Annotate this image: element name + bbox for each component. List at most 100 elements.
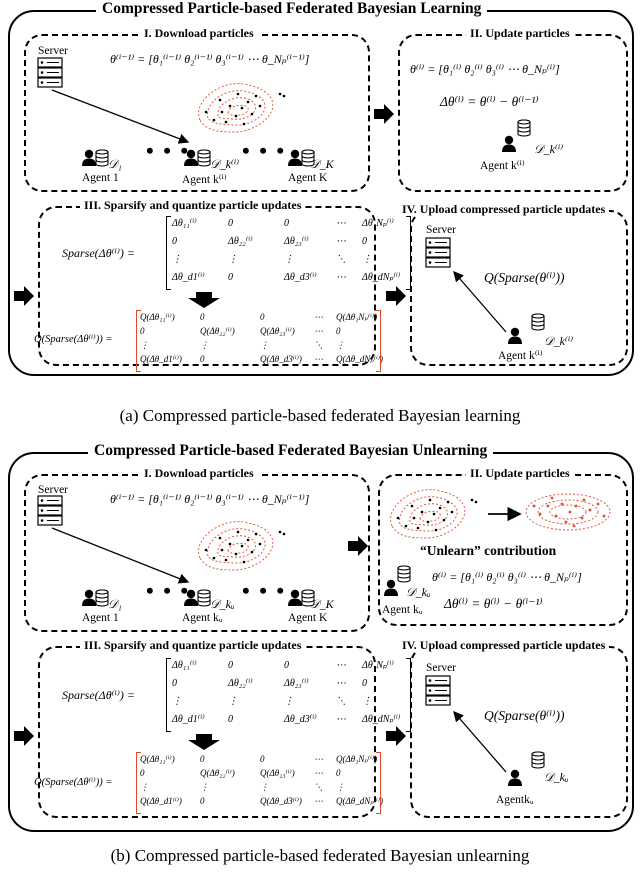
matrix-cell: Q(Δθ₂₃⁽ⁱ⁾) [260, 768, 295, 778]
panel-b-arrow-right-icon-2 [14, 726, 34, 746]
panel-b-step1-dataK: 𝒟_K [310, 597, 334, 611]
matrix-cell: Δθ₁₁⁽ⁱ⁾ [172, 218, 197, 229]
panel-b-step2-data: 𝒟_kᵤ [406, 585, 431, 599]
matrix-cell: ⋮ [260, 782, 269, 792]
panel-a-caption: (a) Compressed particle-based federated … [119, 406, 521, 425]
panel-b-step2-cloud-after-icon [525, 493, 611, 531]
panel-b-step2-theta-eq: θ⁽ⁱ⁾ = [θ₁⁽ⁱ⁾ θ₂⁽ⁱ⁾ θ₃⁽ⁱ⁾ ⋯ θ_Nₚ⁽ⁱ⁾] [432, 570, 582, 584]
panel-a-step2-delta-eq: Δθ⁽ⁱ⁾ = θ⁽ⁱ⁾ − θ⁽ⁱ⁻¹⁾ [440, 94, 539, 109]
matrix-cell: 0 [200, 796, 205, 806]
matrix-cell: Δθ_dNₚ⁽ⁱ⁾ [362, 272, 401, 283]
matrix-cell: Q(Δθ₂₃⁽ⁱ⁾) [260, 326, 295, 336]
panel-b-arrow-down-icon [188, 734, 220, 750]
matrix-left-bracket [136, 310, 141, 372]
matrix-cell: ⋮ [336, 782, 345, 792]
panel-b-step2-delta-eq: Δθ⁽ⁱ⁾ = θ⁽ⁱ⁾ − θ⁽ⁱ⁻¹⁾ [444, 596, 543, 611]
panel-b-arrow-right-icon-3 [386, 726, 406, 746]
panel-b-title: Compressed Particle-based Federated Baye… [88, 442, 494, 460]
matrix-cell: Δθ_d3⁽ⁱ⁾ [284, 272, 317, 283]
matrix-cell: ⋱ [314, 782, 323, 792]
panel-a-agent1-database-icon [95, 149, 109, 167]
panel-b-step2-unlearn-label: “Unlearn” contribution [420, 543, 557, 558]
matrix-cell: Δθ₁Nₚ⁽ⁱ⁾ [362, 218, 394, 229]
matrix-cell: Q(Δθ₁₁⁽ⁱ⁾) [140, 312, 175, 322]
panel-b-step3-title: III. Sparsify and quantize particle upda… [80, 638, 306, 652]
panel-b-step1-agent1-label: Agent 1 [82, 612, 119, 624]
panel-b-agentK-database-icon [301, 589, 315, 607]
panel-a-step4-person-icon [508, 327, 522, 344]
panel-b-step4-agent-label: Agentkᵤ [496, 794, 534, 806]
panel-b-download-arrow [51, 527, 190, 584]
panel-b-step1-server-icon [37, 495, 63, 526]
matrix-left-bracket [166, 658, 171, 732]
matrix-cell: 0 [200, 312, 205, 322]
panel-b-step1-theta-eq: θ⁽ⁱ⁻¹⁾ = [θ₁⁽ⁱ⁻¹⁾ θ₂⁽ⁱ⁻¹⁾ θ₃⁽ⁱ⁻¹⁾ ⋯ θ_Nₚ… [110, 492, 310, 506]
matrix-cell: ⋯ [336, 236, 346, 247]
matrix-cell: ⋯ [314, 754, 323, 764]
panel-b-step4-q-eq: Q(Sparse(θ⁽ⁱ⁾)) [484, 708, 565, 723]
matrix-cell: Δθ_d1⁽ⁱ⁾ [172, 272, 205, 283]
panel-b-upload-arrow [453, 711, 507, 773]
panel-b-step2-title: II. Update particles [466, 466, 574, 480]
panel-b-agentk-person-icon [184, 589, 198, 606]
panel-b-step1-data1: 𝒟₁ [108, 597, 122, 611]
matrix-cell: 0 [284, 218, 289, 229]
matrix-cell: Δθ₁₁⁽ⁱ⁾ [172, 660, 197, 671]
panel-b-step1-agentK-label: Agent K [288, 612, 328, 624]
panel-b-agentK-person-icon [288, 589, 302, 606]
matrix-cell: 0 [362, 678, 367, 689]
matrix-cell: ⋯ [336, 678, 346, 689]
matrix-cell: ⋯ [336, 660, 346, 671]
matrix-cell: Q(Δθ₂₂⁽ⁱ⁾) [200, 326, 235, 336]
panel-a-agent1-person-icon [82, 149, 96, 166]
matrix-cell: Δθ₂₂⁽ⁱ⁾ [228, 678, 253, 689]
matrix-cell: ⋯ [314, 312, 323, 322]
matrix-cell: ⋮ [260, 340, 269, 350]
panel-a-step1-datak: 𝒟_k⁽ⁱ⁾ [210, 157, 240, 171]
panel-a-upload-arrow [453, 271, 507, 333]
panel-a-step2-data: 𝒟_k⁽ⁱ⁾ [534, 142, 564, 156]
matrix-cell: ⋮ [284, 696, 294, 707]
matrix-cell: ⋯ [314, 796, 323, 806]
panel-a-step4-server-label: Server [426, 224, 457, 236]
matrix-cell: Δθ₁Nₚ⁽ⁱ⁾ [362, 660, 394, 671]
panel-a-step3-title: III. Sparsify and quantize particle upda… [80, 198, 306, 212]
matrix-cell: ⋯ [314, 768, 323, 778]
panel-b-particle-cloud-icon [198, 521, 286, 571]
panel-b-step3-sparse-lhs: Sparse(Δθ⁽ⁱ⁾) = [62, 688, 136, 702]
panel-a-step1-agentK-label: Agent K [288, 172, 328, 184]
matrix-cell: Q(Δθ_d3⁽ⁱ⁾) [260, 796, 302, 806]
matrix-cell: 0 [200, 754, 205, 764]
panel-b-step4-data: 𝒟_kᵤ [544, 770, 569, 784]
panel-a-step1-agentk-label: Agent k⁽ⁱ⁾ [182, 174, 227, 186]
matrix-cell: ⋯ [314, 354, 323, 364]
matrix-cell: Q(Δθ₁Nₚ⁽ⁱ⁾) [336, 312, 378, 322]
matrix-cell: Q(Δθ_dNₚ⁽ⁱ⁾) [336, 354, 384, 364]
matrix-cell: ⋱ [314, 340, 323, 350]
panel-b-caption: (b) Compressed particle-based federated … [110, 846, 530, 865]
panel-b-step1-server-label: Server [38, 484, 69, 496]
panel-a-step4-title: IV. Upload compressed particle updates [398, 202, 610, 216]
panel-a-step1-title: I. Download particles [140, 26, 258, 40]
panel-b-agent1-database-icon [95, 589, 109, 607]
panel-a-step4-agent-label: Agent k⁽ⁱ⁾ [498, 350, 543, 362]
panel-a-step4-data: 𝒟_k⁽ⁱ⁾ [544, 334, 574, 348]
panel-a-arrow-down-icon [188, 292, 220, 308]
panel-a-step2-title: II. Update particles [466, 26, 574, 40]
matrix-cell: Q(Δθ_d3⁽ⁱ⁾) [260, 354, 302, 364]
panel-a-step1-server-label: Server [38, 45, 69, 57]
matrix-cell: ⋮ [228, 254, 238, 265]
matrix-cell: Δθ₂₃⁽ⁱ⁾ [284, 236, 309, 247]
matrix-cell: ⋮ [200, 782, 209, 792]
matrix-cell: 0 [228, 218, 233, 229]
matrix-cell: 0 [228, 660, 233, 671]
matrix-cell: Q(Δθ₁₁⁽ⁱ⁾) [140, 754, 175, 764]
panel-a-agentK-person-icon [288, 149, 302, 166]
panel-b-step1-datak: 𝒟_kᵤ [210, 597, 235, 611]
panel-a-step4-server-icon [425, 237, 451, 268]
matrix-cell: ⋮ [228, 696, 238, 707]
panel-a-arrow-right-icon-2 [14, 286, 34, 306]
panel-a-step1-server-icon [37, 57, 63, 88]
panel-b-step4-server-icon [425, 675, 451, 706]
